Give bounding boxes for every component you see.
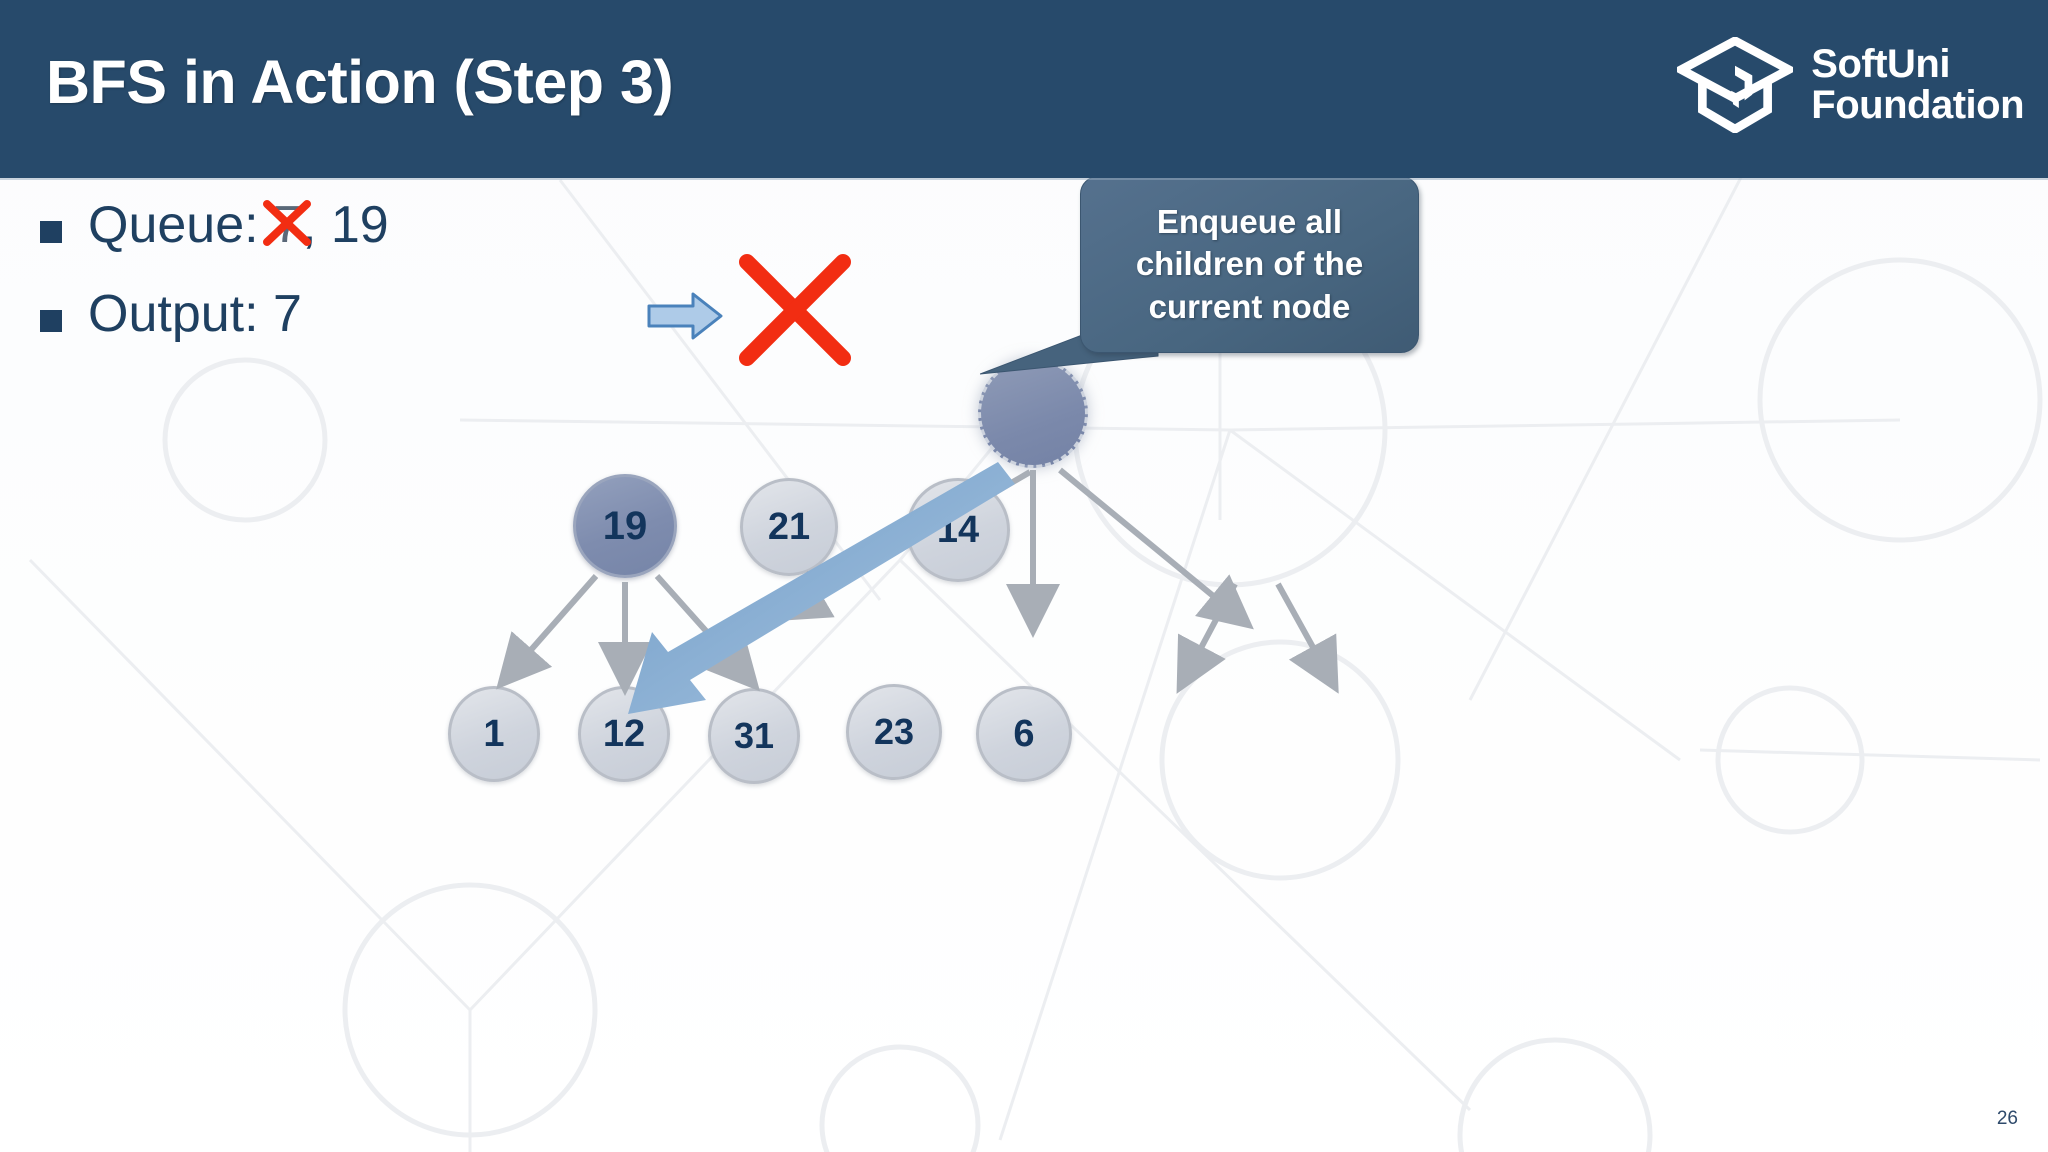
queue-struck-value: 7 [273,196,302,254]
tree-node-23[interactable]: 23 [846,684,942,780]
tree-node-6[interactable]: 6 [976,686,1072,782]
bullet-output: Output: 7 [40,284,389,345]
tree-node-12-value: 12 [602,712,646,755]
softuni-foundation-logo: SoftUni Foundation [1677,30,2024,140]
tree-node-19[interactable]: 19 [573,474,677,578]
tree-node-19-value: 19 [602,503,648,548]
tree-node-1-value: 1 [483,712,505,755]
queue-label: Queue: [88,196,259,254]
current-node-pointer-arrow-icon [647,292,723,340]
callout-text: Enqueue all children of the current node [1135,203,1364,325]
tree-node-31[interactable]: 31 [708,688,800,784]
bullet-queue: Queue: 7, 19 [40,195,389,256]
logo-text: SoftUni Foundation [1811,44,2024,126]
logo-line-2: Foundation [1811,83,2024,127]
tree-node-21[interactable]: 21 [740,478,838,576]
bullet-square-icon [40,221,62,243]
bullet-square-icon [40,310,62,333]
logo-line-1: SoftUni [1811,42,1950,87]
tree-node-6-value: 6 [1013,712,1035,755]
slide-header: BFS in Action (Step 3) SoftUni Foundatio… [0,0,2048,178]
page-title: BFS in Action (Step 3) [46,48,674,116]
tree-node-23-value: 23 [873,711,915,752]
bullet-list: Queue: 7, 19 Output: 7 [40,195,389,374]
bullet-output-text: Output: 7 [88,285,302,344]
highlight-edge-root-to-19 [628,462,1015,714]
root-node-crossed-out-icon [739,254,851,366]
queue-struck-value-wrapper: 7 [263,195,312,256]
tree-node-root[interactable]: 7 [978,358,1088,468]
callout-bubble: Enqueue all children of the current node [1080,176,1419,353]
graduation-cap-icon [1677,37,1794,133]
tree-node-1[interactable]: 1 [448,686,540,782]
tree-node-31-value: 31 [733,715,775,756]
bullet-queue-text: Queue: 7, 19 [88,195,389,256]
queue-rest: , 19 [301,196,389,254]
slide-number: 26 [1996,1108,2018,1129]
tree-node-21-value: 21 [767,505,811,548]
